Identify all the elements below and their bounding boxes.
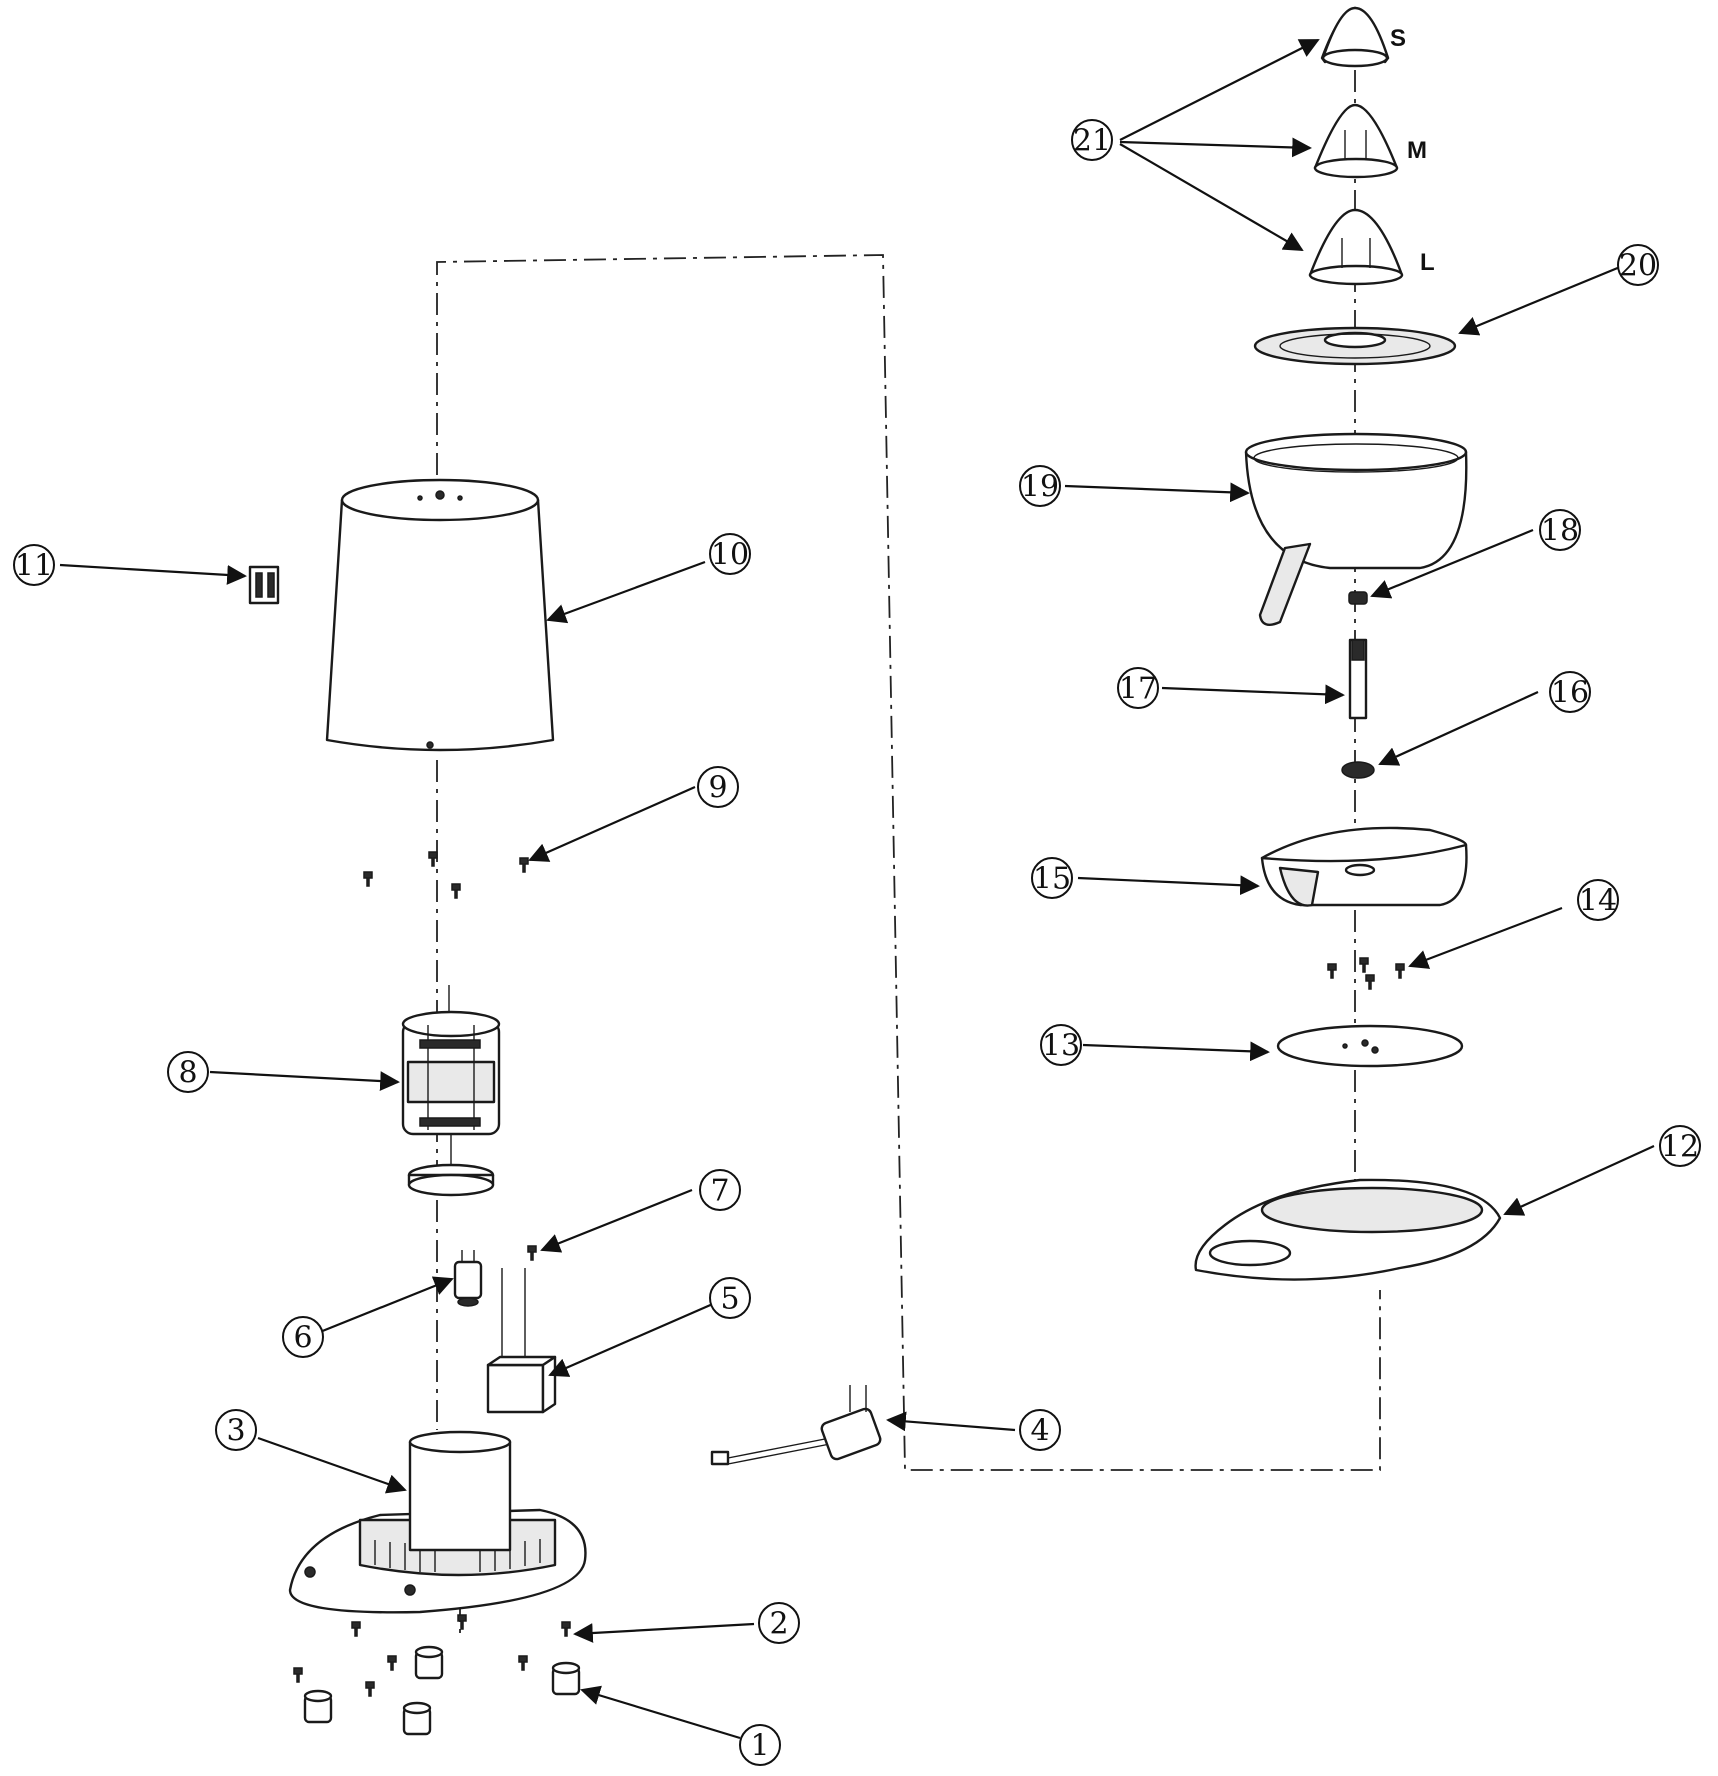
cone-size-m: M <box>1407 137 1427 164</box>
callout-circle <box>709 533 751 575</box>
capacitor <box>486 1268 557 1414</box>
seal-ring <box>1348 591 1368 605</box>
callout-10: 10 <box>709 533 751 575</box>
callout-circle <box>1617 244 1659 286</box>
callout-circle <box>699 1169 741 1211</box>
callout-number: 15 <box>1033 862 1071 897</box>
screws-14 <box>1327 957 1405 990</box>
callout-16: 16 <box>1549 671 1591 713</box>
callout-19: 19 <box>1019 465 1061 507</box>
reamer-cones <box>1308 6 1404 286</box>
callout-number: 18 <box>1541 514 1579 549</box>
assembly-centerlines <box>436 70 1381 1640</box>
callout-7: 7 <box>699 1169 741 1211</box>
callout-circle <box>709 1277 751 1319</box>
callout-number: 17 <box>1119 672 1157 707</box>
callout-circle <box>758 1602 800 1644</box>
callout-circle <box>1577 879 1619 921</box>
motor <box>401 985 501 1197</box>
callout-circle <box>13 544 55 586</box>
juice-bowl <box>1244 432 1468 626</box>
switch-part <box>248 565 280 605</box>
callout-number: 6 <box>293 1321 312 1356</box>
callout-17: 17 <box>1117 667 1159 709</box>
cone-size-l: L <box>1420 249 1435 276</box>
callout-circle <box>167 1051 209 1093</box>
callout-13: 13 <box>1040 1024 1082 1066</box>
base-tray <box>1194 1178 1502 1281</box>
rubber-feet <box>303 1645 581 1736</box>
callout-number: 20 <box>1619 249 1657 284</box>
callout-number: 19 <box>1021 470 1059 505</box>
callout-circle <box>697 766 739 808</box>
cone-size-s: S <box>1390 25 1406 52</box>
callout-number: 9 <box>708 771 727 806</box>
callout-8: 8 <box>167 1051 209 1093</box>
washer <box>1341 761 1375 779</box>
callout-number: 8 <box>178 1056 197 1091</box>
callout-number: 3 <box>226 1414 245 1449</box>
callout-circle <box>1019 1409 1061 1451</box>
mounting-plate <box>1276 1024 1464 1068</box>
callout-number: 4 <box>1030 1414 1049 1449</box>
callout-circle <box>1019 465 1061 507</box>
callout-circle <box>215 1409 257 1451</box>
strainer-disc <box>1253 326 1457 366</box>
callout-circle <box>1117 667 1159 709</box>
callout-number: 11 <box>15 549 53 584</box>
callout-circle <box>1031 857 1073 899</box>
callout-number: 16 <box>1551 676 1589 711</box>
callout-21: 21 <box>1071 119 1113 161</box>
callout-18: 18 <box>1539 509 1581 551</box>
callout-5: 5 <box>709 1277 751 1319</box>
callout-number: 7 <box>710 1174 729 1209</box>
callout-number: 12 <box>1661 1130 1699 1165</box>
callout-number: 1 <box>750 1729 769 1764</box>
base-with-cylinder <box>288 1430 587 1614</box>
micro-switch <box>453 1250 483 1307</box>
callout-number: 14 <box>1579 884 1617 919</box>
callout-11: 11 <box>13 544 55 586</box>
callout-number: 21 <box>1073 124 1111 159</box>
callout-number: 2 <box>769 1607 788 1642</box>
leader-lines <box>59 39 1655 1740</box>
callout-2: 2 <box>758 1602 800 1644</box>
callout-circle <box>1549 671 1591 713</box>
callout-9: 9 <box>697 766 739 808</box>
cone-size-labels: S M L <box>1390 25 1435 276</box>
callout-circle <box>1040 1024 1082 1066</box>
screw-7 <box>527 1245 537 1261</box>
callout-6: 6 <box>282 1316 324 1358</box>
callout-circle <box>1539 509 1581 551</box>
callout-circle <box>282 1316 324 1358</box>
callout-15: 15 <box>1031 857 1073 899</box>
power-cord-plug <box>710 1385 882 1466</box>
drive-shaft <box>1348 638 1368 720</box>
callout-circle <box>1071 119 1113 161</box>
callout-3: 3 <box>215 1409 257 1451</box>
screws-2 <box>293 1614 571 1697</box>
callout-number: 13 <box>1042 1029 1080 1064</box>
motor-housing <box>325 478 555 752</box>
callout-14: 14 <box>1577 879 1619 921</box>
callout-4: 4 <box>1019 1409 1061 1451</box>
callout-circle <box>739 1724 781 1766</box>
callout-number: 10 <box>711 538 749 573</box>
callout-1: 1 <box>739 1724 781 1766</box>
callout-20: 20 <box>1617 244 1659 286</box>
juice-collector <box>1260 826 1468 907</box>
screws-9 <box>363 851 529 899</box>
callout-12: 12 <box>1659 1125 1701 1167</box>
callout-circle <box>1659 1125 1701 1167</box>
callout-number: 5 <box>720 1282 739 1317</box>
